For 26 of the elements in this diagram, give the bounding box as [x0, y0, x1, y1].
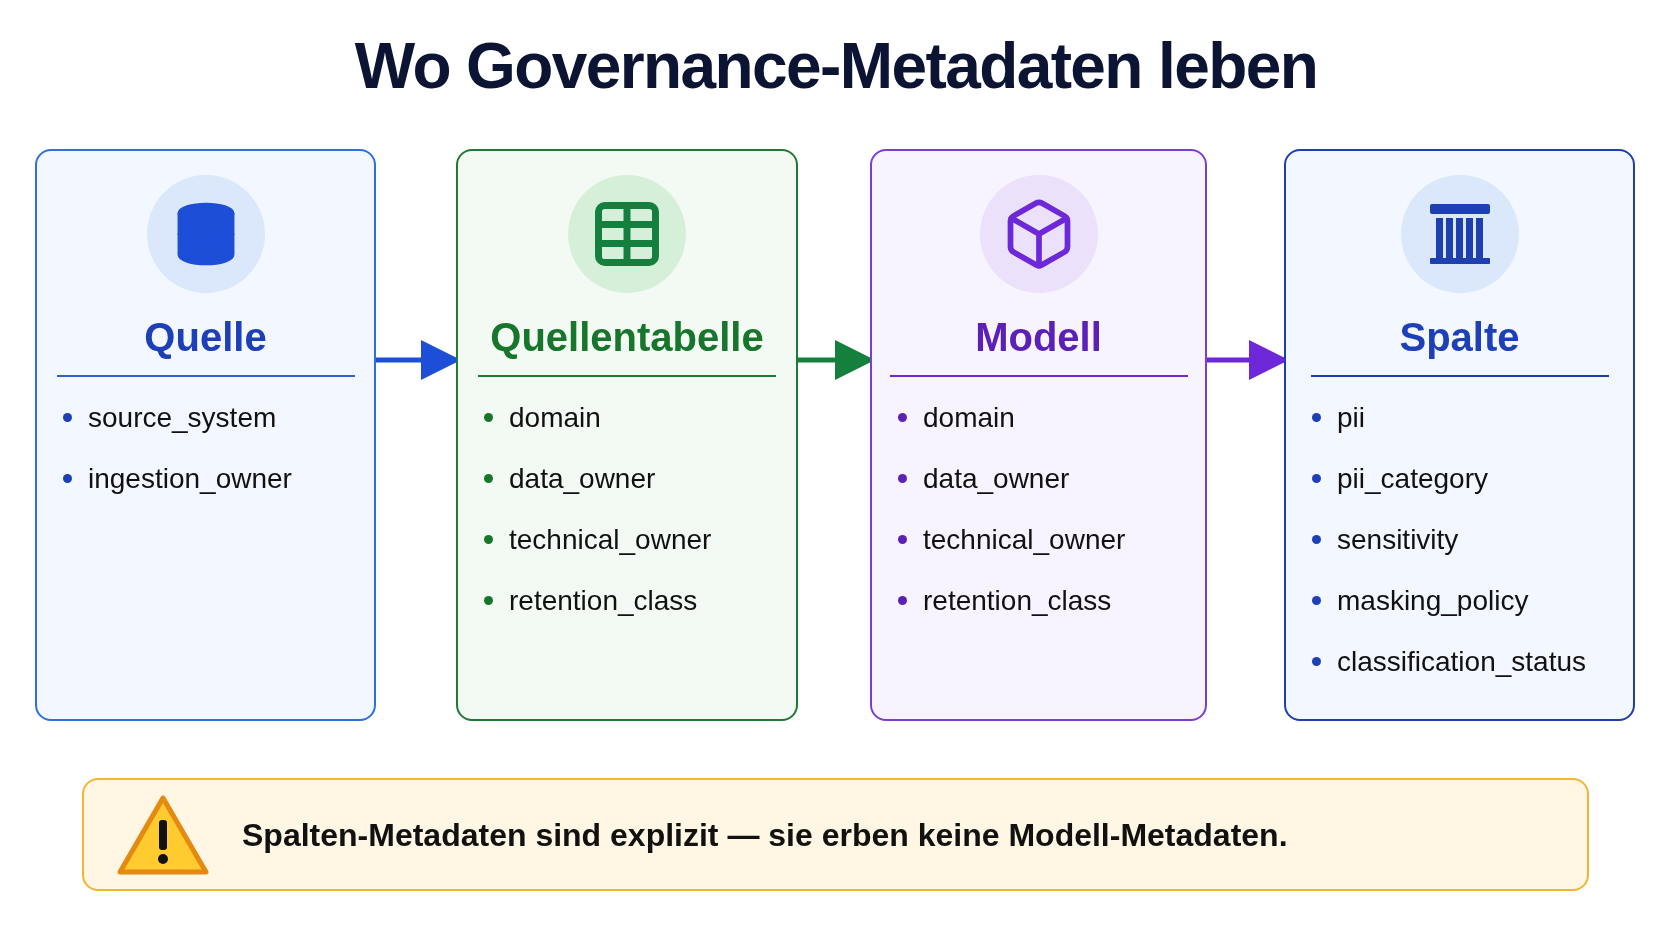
card: [870, 149, 1207, 721]
card-heading: Quellentabelle: [490, 314, 764, 361]
list-item: classification_status: [1337, 645, 1586, 679]
list-item: data_owner: [923, 462, 1070, 496]
list-item: sensitivity: [1337, 523, 1459, 557]
list-item: retention_class: [509, 584, 698, 618]
list-item: domain: [509, 401, 601, 435]
list-item: retention_class: [923, 584, 1112, 618]
list-item: technical_owner: [509, 523, 712, 557]
warning-text: Spalten-Metadaten sind explizit — sie erben keine Modell-Metadaten.: [242, 815, 1288, 855]
list-item: pii_category: [1337, 462, 1488, 496]
title: Wo Governance-Metadaten leben: [353, 29, 1319, 104]
list-item: pii: [1337, 401, 1365, 435]
card: [35, 149, 376, 721]
card-heading: Modell: [975, 314, 1102, 361]
card-heading: Spalte: [1399, 314, 1520, 361]
card-heading: Quelle: [144, 314, 267, 361]
list-item: data_owner: [509, 462, 656, 496]
card: [1284, 149, 1635, 721]
warning-banner: [82, 778, 1589, 891]
list-item: source_system: [88, 401, 277, 435]
list-item: technical_owner: [923, 523, 1126, 557]
card: [456, 149, 798, 721]
list-item: ingestion_owner: [88, 462, 292, 496]
list-item: domain: [923, 401, 1015, 435]
list-item: masking_policy: [1337, 584, 1529, 618]
